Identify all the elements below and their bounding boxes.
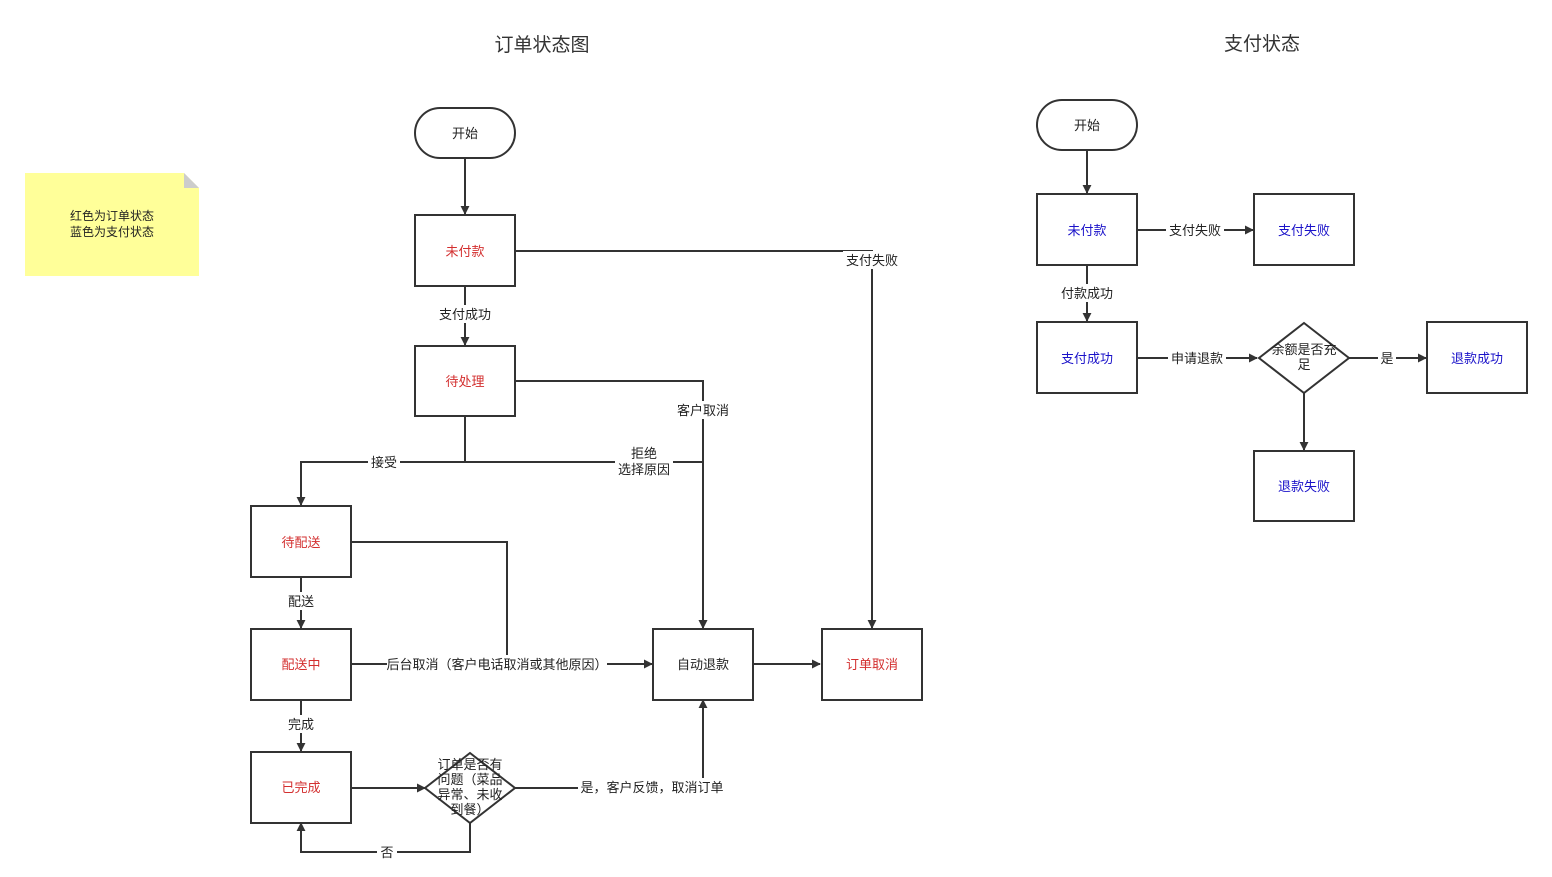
- label-reject-2: 选择原因: [618, 463, 670, 478]
- label-accept: 接受: [371, 455, 397, 471]
- label-complete: 完成: [288, 718, 314, 733]
- order-check-diamond: [423, 751, 517, 825]
- order-edges: [296, 158, 877, 853]
- payment-refund-success-label: 退款成功: [1451, 352, 1503, 367]
- payment-check-diamond: [1257, 321, 1351, 395]
- order-completed-node: [250, 751, 352, 824]
- label-pay-success: 支付成功: [439, 308, 491, 323]
- label-pay-unpaid-fail: 支付失败: [1169, 224, 1221, 239]
- order-pending-node: [414, 345, 516, 417]
- payment-check-label: 余额是否充足: [1271, 343, 1337, 373]
- edge-unpaid-to-cancelled: [515, 250, 877, 629]
- label-yes: 是: [1380, 352, 1393, 367]
- order-start-node: [414, 107, 516, 159]
- payment-refund-success-node: [1426, 321, 1528, 394]
- payment-success-node: [1036, 321, 1138, 394]
- label-pay-fail: 支付失败: [846, 254, 898, 269]
- legend-line-1: 红色为订单状态: [70, 208, 154, 223]
- payment-edge-labels: 支付失败 付款成功 申请退款 是: [1058, 221, 1396, 367]
- order-cancelled-label: 订单取消: [846, 658, 898, 673]
- order-edge-labels: 支付成功 支付失败 客户取消 接受 拒绝 选择原因 配送 后台取消（客户电话取消…: [285, 251, 901, 861]
- payment-unpaid-node: [1036, 193, 1138, 266]
- order-unpaid-label: 未付款: [445, 245, 484, 260]
- label-customer-cancel: 客户取消: [677, 403, 729, 419]
- payment-diagram-title: 支付状态: [1224, 33, 1300, 55]
- order-unpaid-node: [414, 214, 516, 287]
- order-cancelled-node: [821, 628, 923, 701]
- order-start-label: 开始: [452, 127, 478, 142]
- order-diagram-title: 订单状态图: [494, 34, 589, 56]
- legend-note: 红色为订单状态 蓝色为支付状态: [25, 173, 199, 276]
- order-refund-label: 自动退款: [677, 658, 729, 673]
- label-reject-1: 拒绝: [631, 446, 657, 462]
- order-awaiting-node: [250, 505, 352, 578]
- order-check-label-box: 订单是否有问题（菜品异常、未收到餐）: [437, 758, 503, 818]
- order-completed-label: 已完成: [281, 781, 320, 796]
- payment-failed-label: 支付失败: [1278, 224, 1330, 239]
- label-no: 否: [380, 846, 393, 861]
- label-paid: 付款成功: [1061, 287, 1113, 302]
- legend-line-2: 蓝色为支付状态: [70, 225, 154, 239]
- label-yes-feedback: 是，客户反馈，取消订单: [580, 780, 723, 796]
- order-check-label: 订单是否有问题（菜品异常、未收到餐）: [437, 758, 503, 818]
- payment-nodes: 开始 未付款 支付失败 支付成功 退款成功 退款失败: [1036, 99, 1528, 522]
- label-apply-refund: 申请退款: [1171, 352, 1223, 367]
- order-delivering-label: 配送中: [281, 658, 320, 673]
- label-deliver: 配送: [288, 595, 314, 610]
- payment-start-node: [1036, 99, 1138, 151]
- order-nodes: 开始 未付款 待处理 待配送 配送中 已完成 自动退款 订单取消: [250, 107, 923, 825]
- order-refund-node: [652, 628, 754, 701]
- edge-pending-to-refund-reject: [465, 461, 708, 629]
- edge-check-to-refund: [515, 699, 708, 789]
- payment-unpaid-label: 未付款: [1067, 224, 1106, 239]
- edge-awaiting-to-refund: [351, 541, 508, 664]
- payment-start-label: 开始: [1074, 119, 1100, 134]
- payment-refund-failed-label: 退款失败: [1278, 480, 1330, 495]
- order-pending-label: 待处理: [445, 375, 484, 390]
- label-backend-cancel: 后台取消（客户电话取消或其他原因）: [386, 657, 607, 673]
- payment-failed-node: [1253, 193, 1355, 266]
- order-delivering-node: [250, 628, 352, 701]
- payment-success-label: 支付成功: [1061, 352, 1113, 367]
- payment-refund-failed-node: [1253, 450, 1355, 522]
- payment-check-label-box: 余额是否充足: [1271, 343, 1337, 373]
- order-awaiting-label: 待配送: [281, 536, 320, 551]
